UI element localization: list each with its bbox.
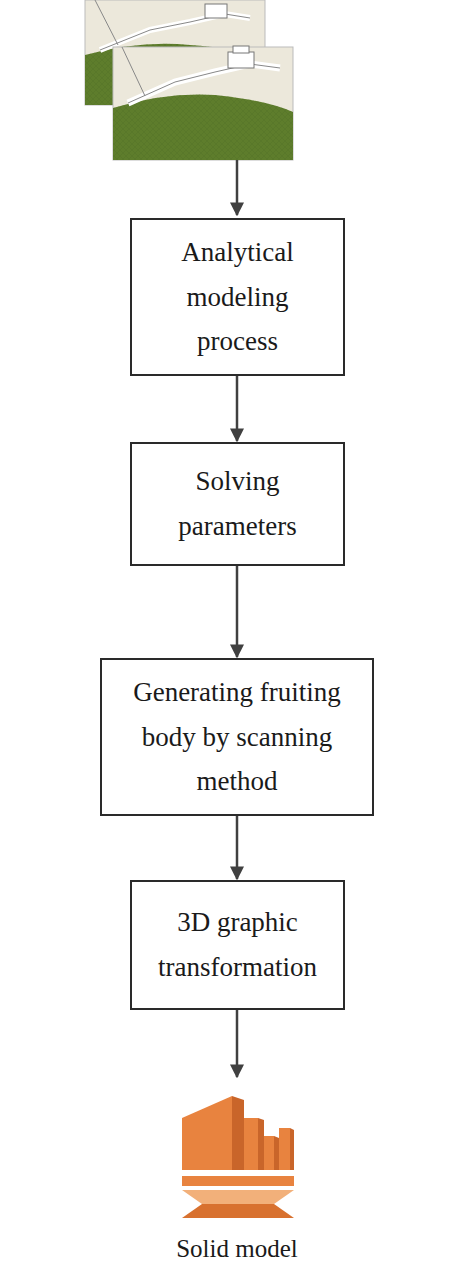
process-box: Generating fruiting body by scanning met… (100, 658, 374, 816)
solid-model-graphic (162, 1078, 312, 1228)
box-label: Solving parameters (144, 459, 331, 548)
flow-arrow (236, 376, 239, 441)
solid-model-icon: Solid model (162, 1078, 312, 1264)
image-arrow (236, 160, 239, 215)
box-label: Analytical modeling process (144, 230, 331, 364)
process-box: Solving parameters (130, 442, 345, 566)
flow-arrow (236, 816, 239, 879)
process-box: 3D graphic transformation (130, 880, 345, 1010)
box-label: 3D graphic transformation (144, 900, 331, 989)
process-box: Analytical modeling process (130, 218, 345, 376)
box-label: Generating fruiting body by scanning met… (114, 670, 360, 804)
wall-image-front (113, 46, 293, 160)
flow-arrow (236, 1010, 239, 1077)
icon-caption: Solid model (176, 1234, 298, 1264)
flow-arrow (236, 566, 239, 657)
